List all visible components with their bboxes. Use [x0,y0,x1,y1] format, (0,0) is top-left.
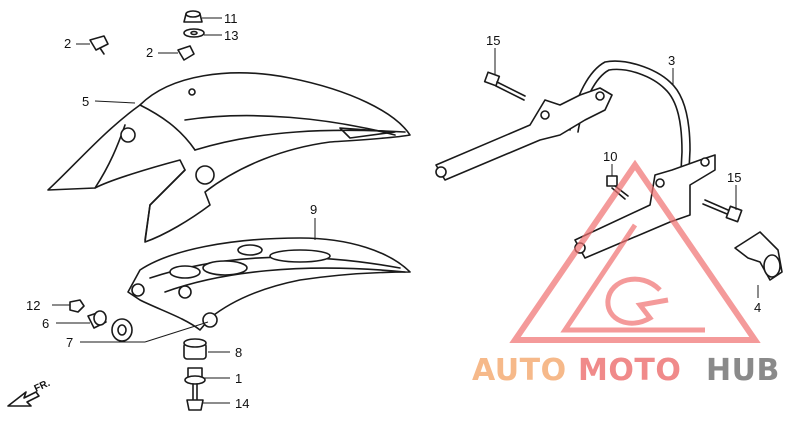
clip-2-lower [177,45,195,61]
callout-5: 5 [82,94,89,109]
callout-6: 6 [42,316,49,331]
watermark-hub: HUB [706,353,780,388]
callout-12: 12 [26,298,40,313]
callout-4: 4 [754,300,761,315]
watermark-logo [509,159,761,343]
grab-rail [435,60,716,259]
arrow-icon [7,391,40,407]
bolt-15-lower [702,199,743,223]
watermark-text: AUTO MOTO HUB [472,353,780,388]
collar-1 [184,367,206,385]
collar-6 [87,310,107,329]
grommet-7 [111,318,133,342]
callout-15-lower: 15 [727,170,741,185]
watermark-auto: AUTO [472,353,567,388]
callout-15-upper: 15 [486,33,500,48]
rear-fender [47,72,411,243]
nut-11 [183,10,203,23]
callout-2-upper: 2 [64,36,71,51]
bracket-4 [734,231,783,281]
callout-numbers: 11 13 2 2 5 15 3 10 15 9 4 12 6 7 8 1 14 [26,11,761,411]
leader-lines [52,17,759,404]
watermark-triangle-outer [509,159,761,343]
clip-2-upper [89,35,109,55]
callout-14: 14 [235,396,249,411]
inner-fender [127,237,411,331]
front-direction-indicator: FR. [7,378,52,407]
bolt-15-upper [483,71,526,101]
direction-label: FR. [33,378,52,395]
callout-1: 1 [235,371,242,386]
watermark-triangle-inner [560,223,705,333]
rubber-8 [183,338,207,360]
callout-7: 7 [66,335,73,350]
callout-2-lower: 2 [146,45,153,60]
washer-13 [183,28,205,38]
callout-10: 10 [603,149,617,164]
watermark-moto: MOTO [578,353,681,388]
callout-8: 8 [235,345,242,360]
callout-3: 3 [668,53,675,68]
nut-12 [69,299,85,313]
callout-13: 13 [224,28,238,43]
watermark-swirl [605,276,669,326]
callout-9: 9 [310,202,317,217]
bolt-14 [186,383,204,411]
callout-11: 11 [224,11,238,26]
